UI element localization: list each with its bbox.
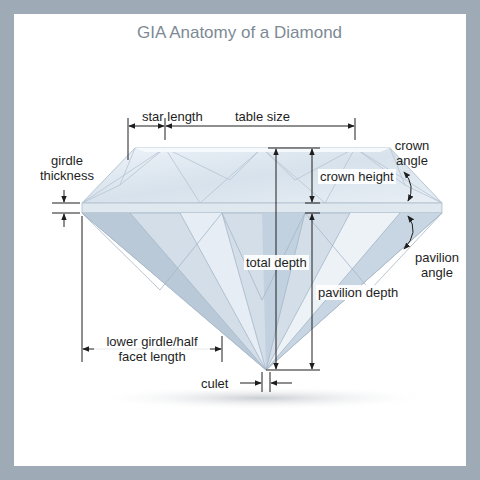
culet-label: culet <box>199 376 230 391</box>
table-size-label: table size <box>235 109 290 124</box>
title: GIA Anatomy of a Diamond <box>137 23 342 43</box>
pavilion-facets <box>82 213 442 370</box>
crown-height-label: crown height <box>318 169 396 184</box>
girdle <box>82 203 442 213</box>
girdle-thickness-label: girdle thickness <box>32 153 102 183</box>
pavilion-angle-label: pavilion angle <box>410 250 464 280</box>
lower-girdle-label: lower girdle/half facet length <box>94 334 210 364</box>
crown-angle-label: crown angle <box>388 138 436 168</box>
dimension-lines <box>52 118 413 392</box>
total-depth-label: total depth <box>244 255 309 270</box>
crown <box>82 148 442 203</box>
pavilion-depth-label: pavilion depth <box>316 285 400 300</box>
pavilion <box>82 213 442 370</box>
star-length-label: star length <box>142 109 203 124</box>
crown-facets <box>82 148 442 203</box>
